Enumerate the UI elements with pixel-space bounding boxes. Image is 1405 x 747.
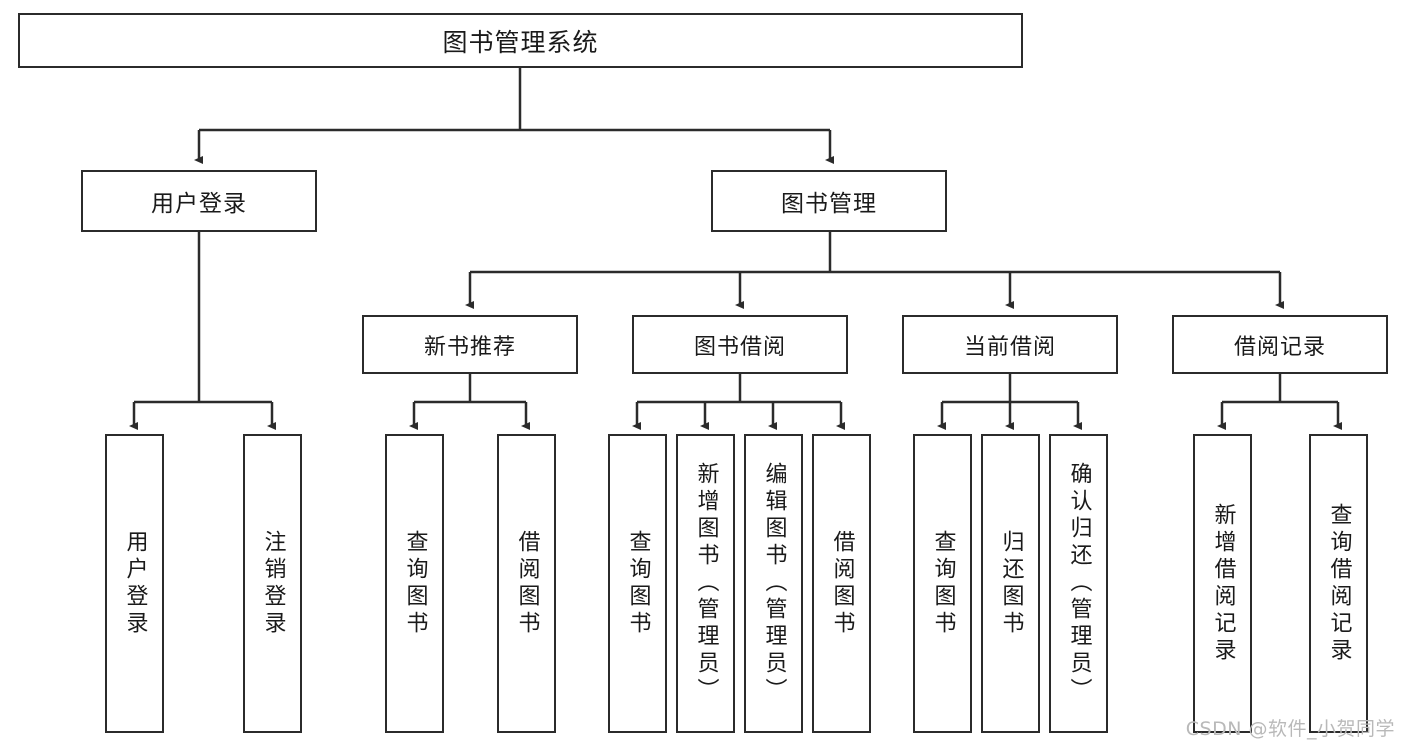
leaf-borrow-book-2[interactable]: 借阅图书 <box>812 434 871 733</box>
node-label: 注销登录 <box>260 529 286 638</box>
leaf-query-book-1[interactable]: 查询图书 <box>385 434 444 733</box>
leaf-borrow-book-1[interactable]: 借阅图书 <box>497 434 556 733</box>
node-label: 借阅图书 <box>514 529 540 638</box>
node-user-login[interactable]: 用户登录 <box>81 170 317 232</box>
leaf-query-record[interactable]: 查询借阅记录 <box>1309 434 1368 733</box>
node-book-management[interactable]: 图书管理 <box>711 170 947 232</box>
node-label: 查询图书 <box>625 529 651 638</box>
node-label: 图书借阅 <box>693 334 786 360</box>
node-root-system[interactable]: 图书管理系统 <box>18 13 1023 68</box>
node-label: 查询图书 <box>402 529 428 638</box>
node-label: 查询图书 <box>930 529 956 638</box>
leaf-logout-login[interactable]: 注销登录 <box>243 434 302 733</box>
node-borrow-record[interactable]: 借阅记录 <box>1172 315 1388 374</box>
node-label: 用户登录 <box>122 529 148 638</box>
leaf-add-record[interactable]: 新增借阅记录 <box>1193 434 1252 733</box>
leaf-confirm-return[interactable]: 确认归还（管理员） <box>1049 434 1108 733</box>
node-label: 用户登录 <box>151 191 247 217</box>
node-book-borrow[interactable]: 图书借阅 <box>632 315 848 374</box>
node-label: 编辑图书（管理员） <box>761 462 787 705</box>
leaf-query-book-2[interactable]: 查询图书 <box>608 434 667 733</box>
node-label: 借阅记录 <box>1233 334 1326 360</box>
node-label: 图书管理系统 <box>442 27 599 57</box>
node-label: 当前借阅 <box>963 334 1056 360</box>
node-label: 新书推荐 <box>423 334 516 360</box>
node-label: 借阅图书 <box>829 529 855 638</box>
leaf-add-book[interactable]: 新增图书（管理员） <box>676 434 735 733</box>
leaf-edit-book[interactable]: 编辑图书（管理员） <box>744 434 803 733</box>
node-label: 图书管理 <box>781 191 877 217</box>
node-label: 归还图书 <box>998 529 1024 638</box>
node-label: 新增借阅记录 <box>1210 502 1236 665</box>
leaf-return-book[interactable]: 归还图书 <box>981 434 1040 733</box>
node-new-book-recommend[interactable]: 新书推荐 <box>362 315 578 374</box>
node-label: 查询借阅记录 <box>1326 502 1352 665</box>
leaf-query-book-3[interactable]: 查询图书 <box>913 434 972 733</box>
csdn-watermark: CSDN @软件_小贺同学 <box>1185 718 1395 740</box>
leaf-user-login[interactable]: 用户登录 <box>105 434 164 733</box>
node-current-borrow[interactable]: 当前借阅 <box>902 315 1118 374</box>
node-label: 确认归还（管理员） <box>1066 462 1092 705</box>
node-label: 新增图书（管理员） <box>693 462 719 705</box>
